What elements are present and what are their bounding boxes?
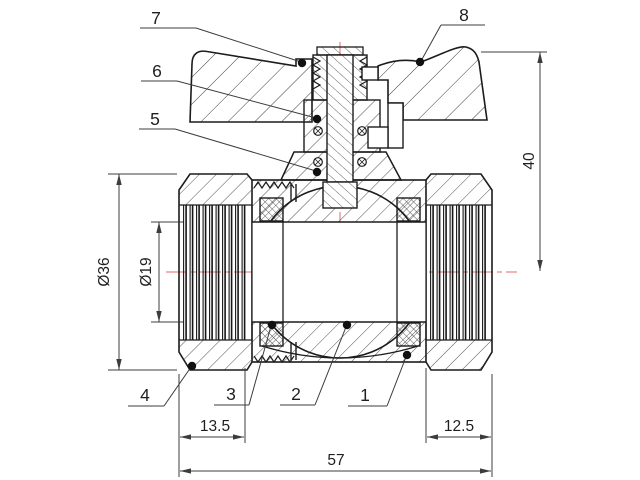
dim-handle-height xyxy=(481,51,547,271)
callout-8 xyxy=(415,24,485,67)
callout-2-label: 2 xyxy=(291,384,301,404)
dim-label-right-thread-depth: 12.5 xyxy=(444,418,474,435)
stem-foot xyxy=(322,181,358,209)
callout-7 xyxy=(140,27,307,68)
handle-right-wing xyxy=(377,46,488,121)
callout-4-label: 4 xyxy=(140,385,150,405)
dim-bore-diameter xyxy=(151,221,183,323)
dim-label-bore-diameter: Ø19 xyxy=(138,257,155,286)
dim-label-handle-height: 40 xyxy=(521,152,538,170)
dim-label-outer-diameter: Ø36 xyxy=(96,257,113,286)
flow-bore xyxy=(252,222,426,322)
callout-4 xyxy=(128,361,197,407)
handle-section xyxy=(189,46,488,149)
callout-8-marker xyxy=(415,57,425,67)
handle-hub xyxy=(361,66,404,149)
stem-assembly-section xyxy=(303,46,381,209)
dim-overall-length xyxy=(180,468,491,474)
body-joint-thread-top xyxy=(253,180,295,190)
callout-7-label: 7 xyxy=(151,8,161,28)
dim-right-thread-depth xyxy=(427,434,491,440)
callout-5 xyxy=(139,128,322,177)
callouts xyxy=(128,24,485,407)
handle-left-wing xyxy=(189,50,313,123)
seat-retainer-pins xyxy=(290,184,297,360)
callout-1-marker xyxy=(402,350,412,360)
stem-o-rings xyxy=(313,126,367,167)
callout-6-marker xyxy=(312,114,322,124)
callout-2 xyxy=(280,320,352,406)
right-internal-thread xyxy=(430,205,488,340)
left-internal-thread xyxy=(183,205,248,340)
callout-6 xyxy=(141,80,322,124)
dimensions xyxy=(108,51,547,477)
callout-1 xyxy=(348,350,412,407)
dim-label-left-thread-depth: 13.5 xyxy=(200,418,230,435)
body-cavity-arc xyxy=(261,345,419,359)
stem-nut-thread-left xyxy=(311,56,322,90)
left-threaded-port-section xyxy=(178,173,253,371)
callout-5-label: 5 xyxy=(150,109,160,129)
valve-stem xyxy=(326,54,354,183)
body-joint-thread-bottom xyxy=(253,354,295,364)
callout-7-marker xyxy=(297,58,307,68)
valve-body-section xyxy=(251,151,427,364)
ball-seats xyxy=(259,197,421,347)
callout-8-label: 8 xyxy=(459,5,469,25)
callout-1-label: 1 xyxy=(360,385,370,405)
dim-left-thread-depth xyxy=(180,434,244,440)
callout-3-marker xyxy=(267,320,277,330)
right-threaded-port-section xyxy=(425,173,493,371)
dim-body-outer-diameter xyxy=(108,173,177,371)
callout-2-marker xyxy=(342,320,352,330)
callout-5-marker xyxy=(312,167,322,177)
callout-4-marker xyxy=(187,361,197,371)
callout-3 xyxy=(214,320,277,406)
dim-label-overall-length: 57 xyxy=(327,452,344,469)
callout-3-label: 3 xyxy=(226,384,236,404)
callout-6-label: 6 xyxy=(152,61,162,81)
